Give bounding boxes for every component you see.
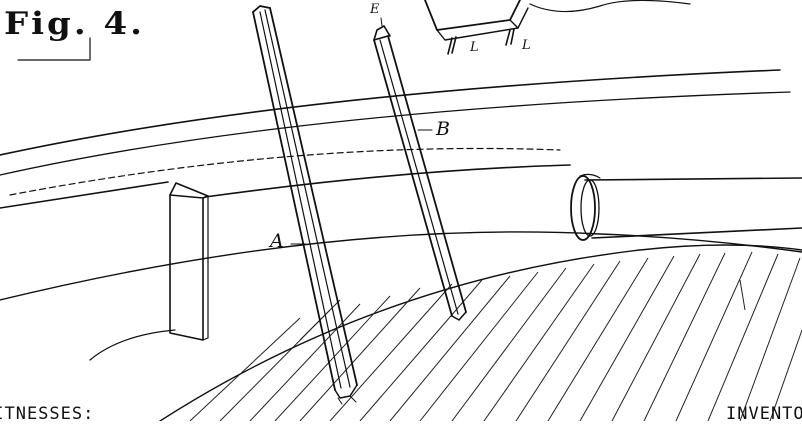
witnesses-label: WITNESSES: [0, 404, 95, 424]
leader-e [380, 17, 383, 27]
pipe-cylinder [570, 173, 802, 241]
inventor-label: INVENTOR [726, 404, 802, 424]
deck-planking [189, 251, 802, 421]
rail-b [373, 25, 467, 321]
figure-bracket [17, 37, 91, 61]
bulkhead-block [169, 182, 209, 341]
figure-title: Fig. 4. [4, 6, 145, 42]
label-e: E [370, 2, 380, 17]
label-l1: L [470, 40, 479, 55]
deck-edge-curve [159, 244, 802, 421]
label-a: A [270, 230, 284, 252]
spring-box [424, 0, 691, 55]
lower-deck-curve [0, 231, 802, 301]
gunwale-curve [0, 164, 571, 209]
upper-hull-curve-inner [0, 91, 791, 176]
upper-hull-curve [0, 69, 781, 156]
left-deck-line [89, 329, 176, 361]
label-l2: L [522, 38, 531, 53]
rail-a [252, 5, 358, 405]
label-b: B [436, 118, 450, 140]
middle-hull-curve [9, 147, 561, 196]
